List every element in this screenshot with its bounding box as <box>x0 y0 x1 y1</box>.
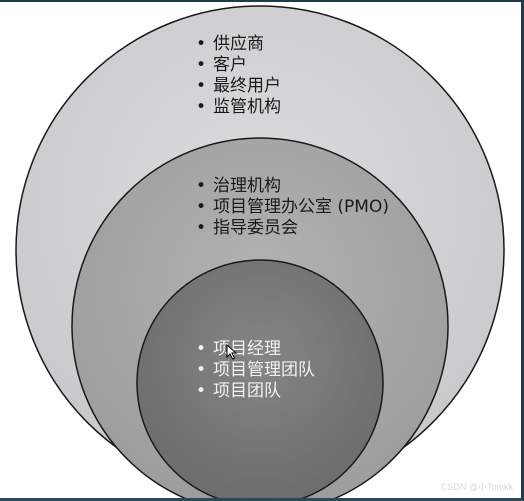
watermark: CSDN @小Tomkk <box>440 482 513 492</box>
middle-item: 治理机构 <box>196 176 389 197</box>
inner-item: 项目经理 <box>196 339 315 360</box>
middle-circle-list: 治理机构 项目管理办公室 (PMO) 指导委员会 <box>196 176 389 239</box>
outer-item: 供应商 <box>196 34 281 55</box>
mouse-cursor-icon <box>226 344 238 360</box>
middle-item: 指导委员会 <box>196 218 389 239</box>
middle-item: 项目管理办公室 (PMO) <box>196 197 389 218</box>
outer-item: 监管机构 <box>196 97 281 118</box>
inner-item: 项目管理团队 <box>196 360 315 381</box>
outer-item: 客户 <box>196 55 281 76</box>
outer-item: 最终用户 <box>196 76 281 97</box>
inner-item: 项目团队 <box>196 381 315 402</box>
inner-circle-list: 项目经理 项目管理团队 项目团队 <box>196 339 315 402</box>
outer-circle-list: 供应商 客户 最终用户 监管机构 <box>196 34 281 118</box>
